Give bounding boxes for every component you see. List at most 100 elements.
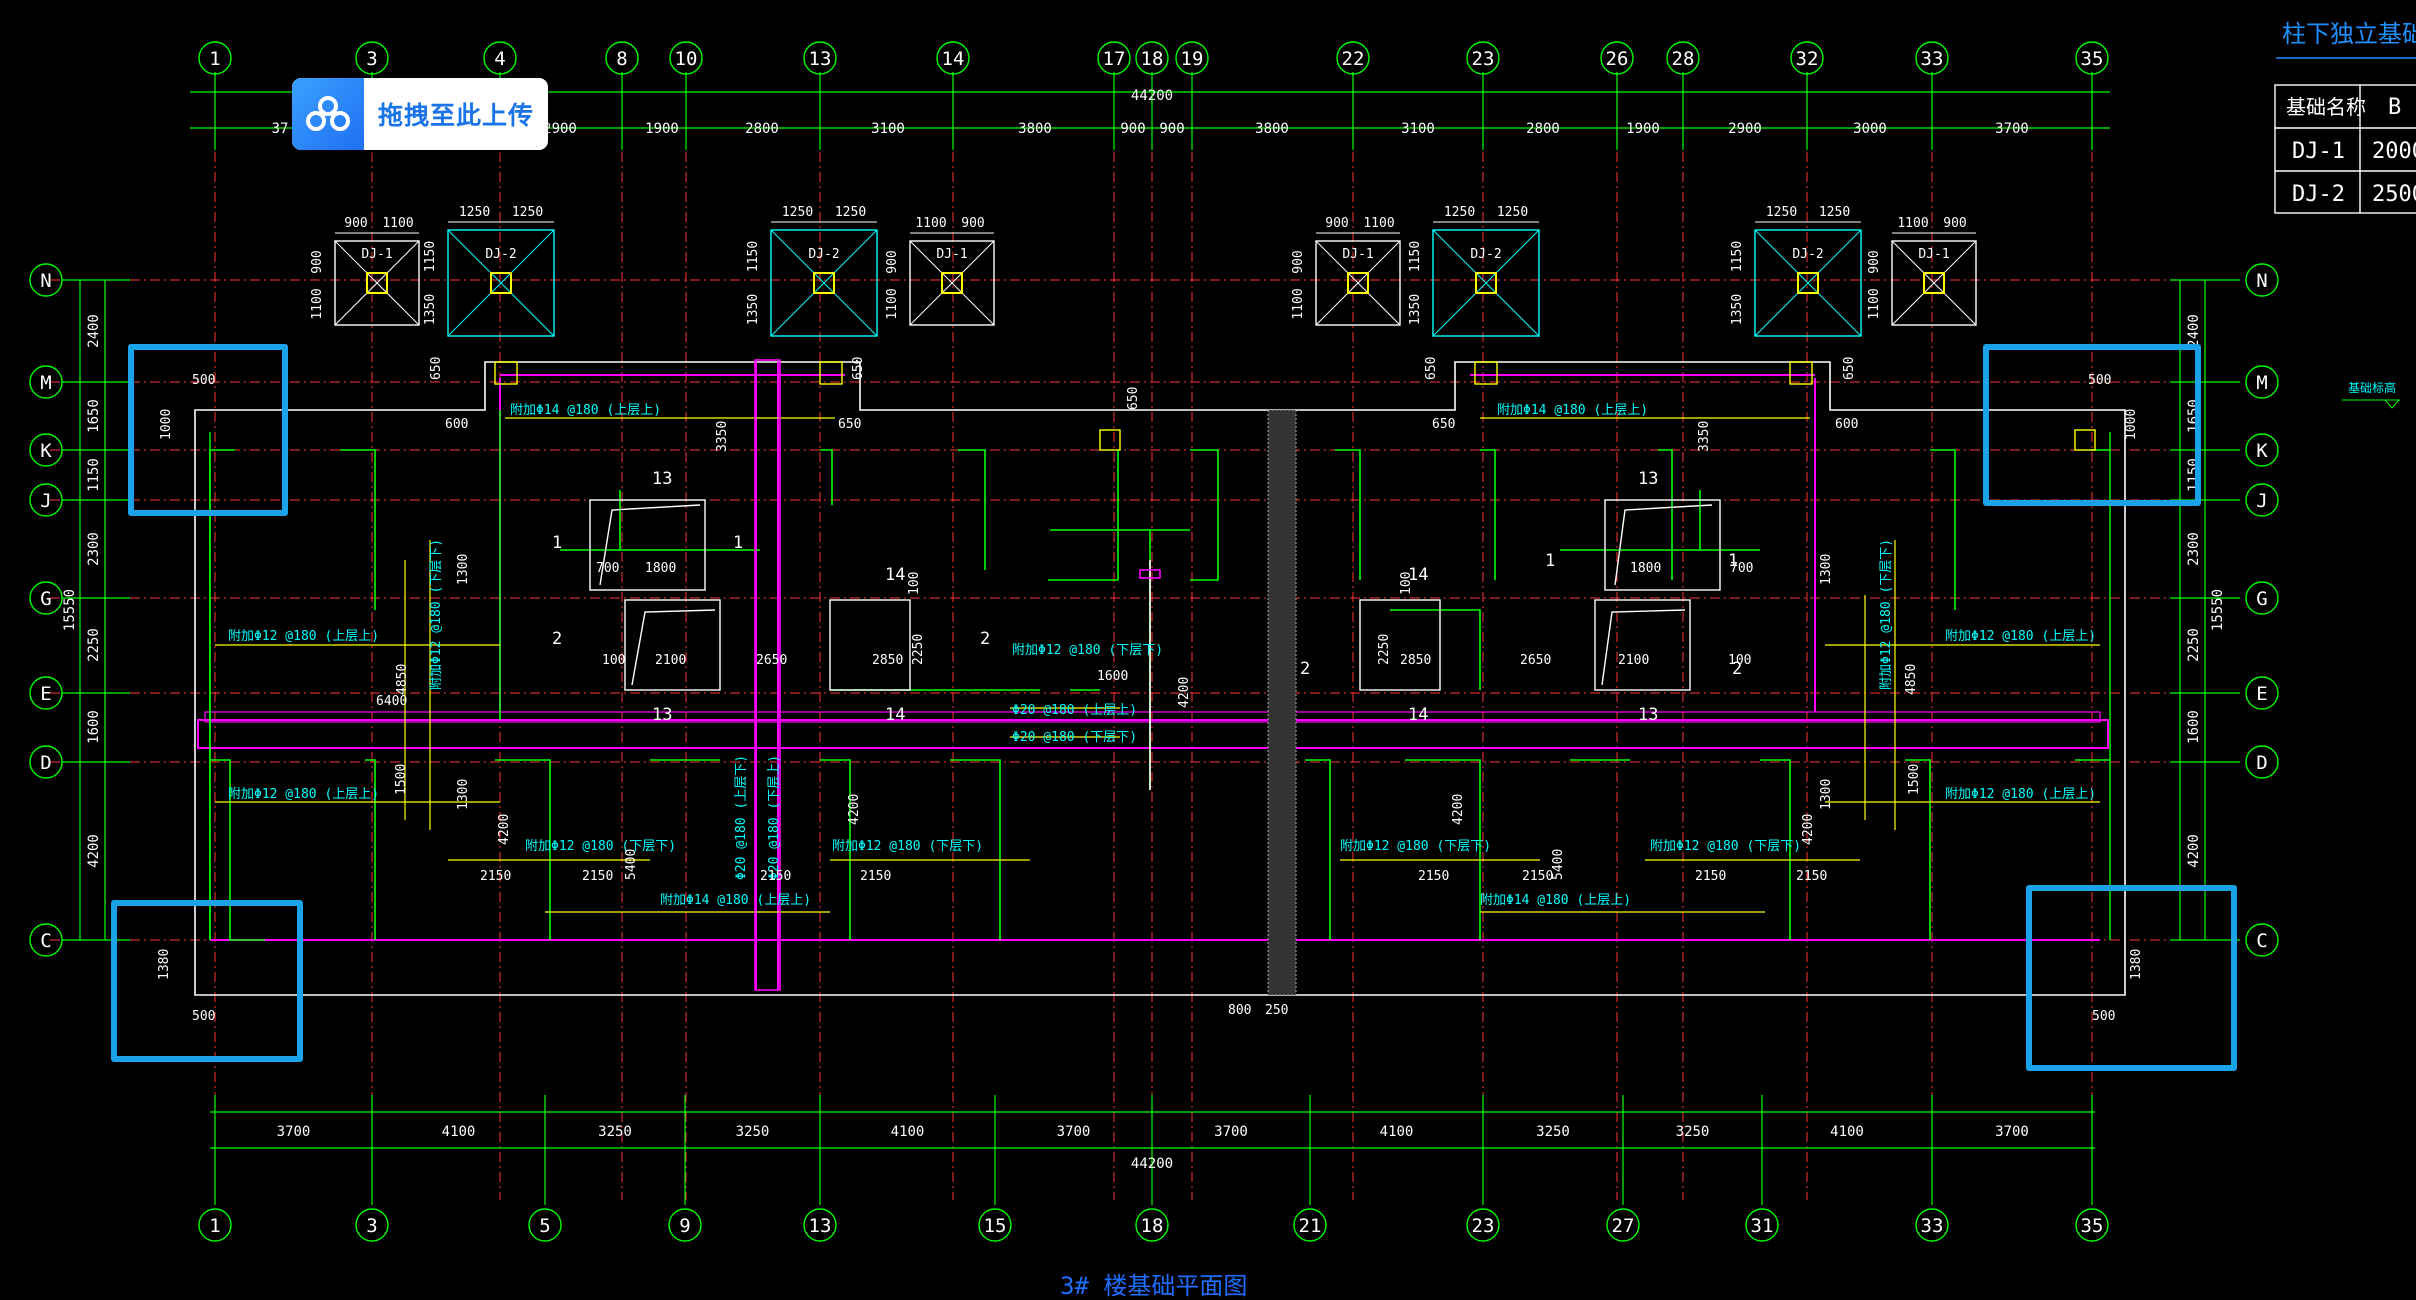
footing-schedule-table: 柱下独立基础一 基础名称 B DJ-1 2000 DJ-2 2500	[2274, 20, 2416, 409]
rebar-note: 附加Φ12 @180 (下层下)	[1012, 643, 1163, 658]
svg-text:DJ-2: DJ-2	[808, 247, 839, 262]
axis-bubble-top: 23	[1466, 41, 1500, 75]
svg-text:44200: 44200	[1131, 88, 1173, 104]
svg-text:M: M	[40, 372, 51, 394]
svg-text:15550: 15550	[62, 589, 78, 631]
svg-text:2650: 2650	[1520, 653, 1551, 668]
axis-bubble-left: D	[29, 745, 63, 779]
section-marks: 1 1 1 1 2 2 2 2 13 13 13 13 14 14 14 14	[552, 469, 1742, 725]
svg-text:1150: 1150	[86, 458, 102, 492]
svg-text:4850: 4850	[1904, 664, 1919, 695]
svg-text:C: C	[40, 930, 51, 952]
svg-text:14: 14	[942, 48, 965, 70]
rebar-note: 附加Φ12 @180 (下层下)	[525, 839, 676, 854]
svg-text:1350: 1350	[746, 294, 761, 325]
svg-text:1900: 1900	[645, 121, 679, 137]
rebar-note: 附加Φ12 @180 (上层上)	[228, 787, 379, 802]
svg-text:3700: 3700	[1214, 1124, 1248, 1140]
svg-text:2900: 2900	[543, 121, 577, 137]
svg-text:2900: 2900	[1728, 121, 1762, 137]
svg-text:DJ-1: DJ-1	[1342, 247, 1373, 262]
svg-text:DJ-2: DJ-2	[485, 247, 516, 262]
svg-text:4100: 4100	[1830, 1124, 1864, 1140]
axis-bubble-top: 1	[198, 41, 232, 75]
svg-text:2850: 2850	[872, 653, 903, 668]
axis-bubble-left: N	[29, 263, 63, 297]
rebar-note: Φ20 @180 (上层下)	[734, 755, 749, 880]
svg-text:9: 9	[679, 1215, 690, 1237]
drag-upload-button[interactable]: 拖拽至此上传	[292, 78, 548, 150]
svg-text:3700: 3700	[277, 1124, 311, 1140]
svg-text:13: 13	[809, 1215, 832, 1237]
svg-text:5400: 5400	[624, 849, 639, 880]
upload-button-label: 拖拽至此上传	[377, 101, 534, 130]
svg-text:5400: 5400	[1551, 849, 1566, 880]
axis-bubble-bottom: 15	[978, 1208, 1012, 1242]
axis-bubble-left: G	[29, 581, 63, 615]
svg-text:13: 13	[652, 469, 672, 489]
svg-text:1000: 1000	[159, 409, 174, 440]
selection-box-top-right[interactable]	[1983, 344, 2201, 506]
svg-text:2250: 2250	[2186, 628, 2202, 662]
svg-text:1500: 1500	[1907, 764, 1922, 795]
axis-bubble-top: 28	[1666, 41, 1700, 75]
svg-text:1100: 1100	[915, 216, 946, 231]
svg-text:4200: 4200	[86, 834, 102, 868]
svg-text:2: 2	[552, 629, 562, 649]
svg-text:650: 650	[1842, 357, 1857, 380]
svg-text:17: 17	[1103, 48, 1126, 70]
svg-text:500: 500	[192, 373, 215, 388]
svg-text:100: 100	[1399, 572, 1414, 595]
svg-text:1250: 1250	[459, 205, 490, 220]
schedule-cell: DJ-2	[2292, 182, 2345, 207]
svg-text:1: 1	[209, 1215, 220, 1237]
svg-text:2400: 2400	[86, 314, 102, 348]
svg-text:900: 900	[1120, 121, 1145, 137]
svg-text:1600: 1600	[2186, 710, 2202, 744]
schedule-header: B	[2388, 95, 2401, 120]
svg-text:13: 13	[1638, 469, 1658, 489]
axis-bubble-bottom: 21	[1293, 1208, 1327, 1242]
svg-text:900: 900	[1867, 250, 1882, 273]
rebar-note: Φ20 @180 (下层上)	[767, 755, 782, 880]
svg-text:4100: 4100	[1380, 1124, 1414, 1140]
axis-bubble-right: J	[2245, 483, 2279, 517]
selection-box-top-left[interactable]	[128, 344, 288, 516]
svg-text:G: G	[40, 588, 51, 610]
axis-bubble-left: C	[29, 923, 63, 957]
svg-text:3250: 3250	[598, 1124, 632, 1140]
svg-text:1250: 1250	[782, 205, 813, 220]
axis-bubble-top: 35	[2075, 41, 2109, 75]
svg-text:700: 700	[1730, 561, 1753, 576]
rebar-note: 附加Φ14 @180 (上层上)	[510, 403, 661, 418]
svg-text:2: 2	[1732, 659, 1742, 679]
selection-box-bottom-left[interactable]	[111, 900, 303, 1062]
axis-bubble-left: E	[29, 676, 63, 710]
svg-text:2150: 2150	[480, 869, 511, 884]
svg-text:DJ-2: DJ-2	[1470, 247, 1501, 262]
svg-text:2800: 2800	[1526, 121, 1560, 137]
svg-text:3000: 3000	[1853, 121, 1887, 137]
drawing-title: 3# 楼基础平面图	[1060, 1272, 1247, 1300]
rebar-note: 附加Φ12 @180 (下层下)	[1340, 839, 1491, 854]
schedule-header: 基础名称	[2286, 95, 2366, 119]
axis-bubble-bottom: 3	[355, 1208, 389, 1242]
axis-bubble-top: 22	[1336, 41, 1370, 75]
axis-bubble-bottom: 5	[528, 1208, 562, 1242]
rebar-note: 附加Φ12 @180 (上层上)	[1945, 787, 2096, 802]
svg-text:1650: 1650	[86, 399, 102, 433]
svg-text:15550: 15550	[2210, 589, 2226, 631]
svg-text:1150: 1150	[1408, 241, 1423, 272]
svg-text:1500: 1500	[394, 764, 409, 795]
selection-box-bottom-right[interactable]	[2026, 885, 2237, 1071]
axis-bubble-right: D	[2245, 745, 2279, 779]
svg-text:DJ-1: DJ-1	[936, 247, 967, 262]
axis-bubble-top: 33	[1915, 41, 1949, 75]
axis-bubble-top: 19	[1175, 41, 1209, 75]
svg-text:3100: 3100	[1401, 121, 1435, 137]
